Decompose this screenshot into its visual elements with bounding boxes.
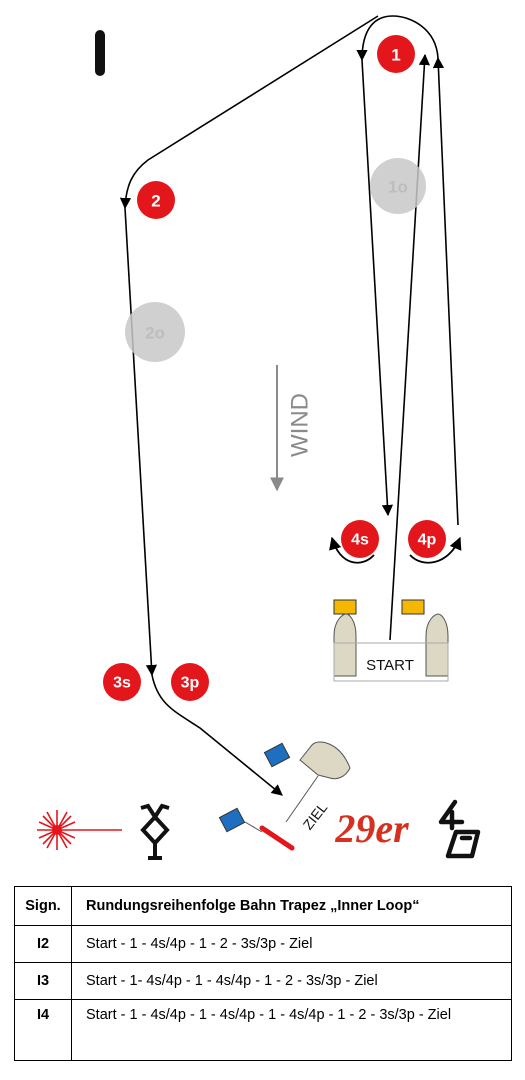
start-line: [333, 599, 449, 682]
finish-line: [218, 741, 351, 851]
wind-label: WIND: [287, 393, 314, 457]
gate-rounding-arrows: [329, 536, 462, 564]
course-diagram: WIND 1o 2o 1 2 3s 3p 4s 4p: [37, 15, 481, 860]
sign-cell: I2: [14, 925, 72, 963]
table-row: I3 Start - 1- 4s/4p - 1 - 4s/4p - 1 - 2 …: [14, 962, 512, 1000]
mark-4p: 4p: [408, 520, 446, 558]
table-row: I4 Start - 1 - 4s/4p - 1 - 4s/4p - 1 - 4…: [14, 999, 512, 1061]
sequence-cell: Start - 1- 4s/4p - 1 - 4s/4p - 1 - 2 - 3…: [71, 962, 512, 1000]
svg-text:3p: 3p: [181, 675, 200, 692]
mark-1: 1: [377, 35, 415, 73]
29er-class-icon: 29er: [334, 806, 409, 851]
mark-3p: 3p: [171, 663, 209, 701]
table-row: I2 Start - 1 - 4s/4p - 1 - 2 - 3s/3p - Z…: [14, 925, 512, 963]
mark-3s: 3s: [103, 663, 141, 701]
black-flag-icon: [95, 30, 105, 76]
420-class-icon: [438, 799, 481, 859]
rounding-order-table: Sign. Rundungsreihenfolge Bahn Trapez „I…: [14, 886, 512, 1061]
svg-text:4s: 4s: [351, 532, 369, 549]
sequence-header: Rundungsreihenfolge Bahn Trapez „Inner L…: [71, 886, 512, 926]
course-lines: [119, 15, 459, 796]
svg-text:2: 2: [151, 192, 160, 211]
sign-header: Sign.: [14, 886, 72, 926]
start-label: START: [366, 657, 414, 674]
svg-text:1o: 1o: [388, 178, 408, 197]
svg-text:2o: 2o: [145, 324, 165, 343]
sequence-cell: Start - 1 - 4s/4p - 1 - 4s/4p - 1 - 4s/4…: [71, 999, 512, 1061]
ghost-mark-1o: 1o: [370, 158, 426, 214]
mark-4s: 4s: [341, 520, 379, 558]
laser-class-icon: [37, 810, 122, 850]
ghost-mark-2o: 2o: [125, 302, 185, 362]
table-header-row: Sign. Rundungsreihenfolge Bahn Trapez „I…: [14, 886, 512, 926]
svg-text:3s: 3s: [113, 675, 131, 692]
viking-class-icon: [140, 803, 170, 860]
mark-2: 2: [137, 181, 175, 219]
sign-cell: I3: [14, 962, 72, 1000]
sequence-cell: Start - 1 - 4s/4p - 1 - 2 - 3s/3p - Ziel: [71, 925, 512, 963]
svg-text:1: 1: [391, 46, 400, 65]
svg-text:4p: 4p: [418, 532, 437, 549]
sign-cell: I4: [14, 999, 72, 1061]
finish-label: ZIEL: [300, 799, 331, 832]
